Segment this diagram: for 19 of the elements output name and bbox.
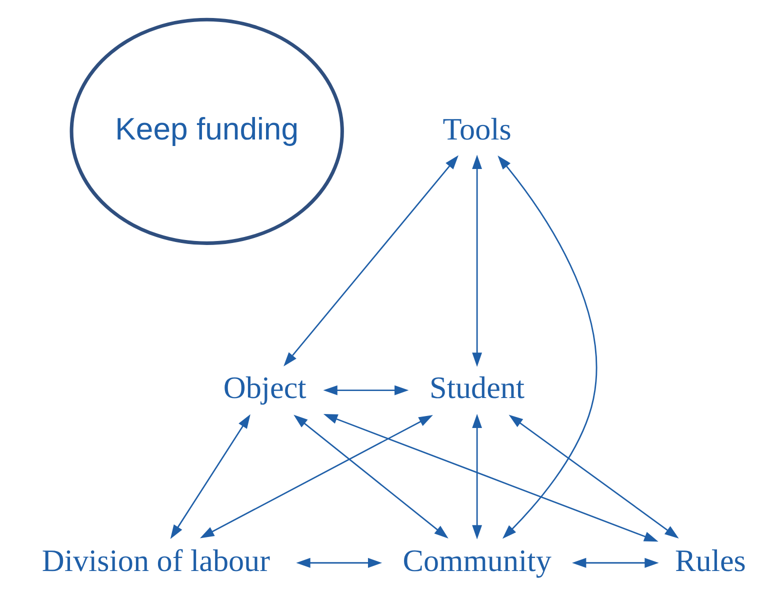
arrow xyxy=(572,558,659,568)
node-text: Object xyxy=(223,370,306,406)
arrow xyxy=(296,558,382,568)
node-text: Rules xyxy=(675,542,746,578)
node-text: Division of labour xyxy=(42,542,270,578)
arrow xyxy=(323,385,409,396)
arrow xyxy=(323,414,658,542)
arrow xyxy=(170,414,250,539)
node-text: Student xyxy=(430,370,525,406)
node-ellipse: Keep funding xyxy=(70,18,344,245)
arrow xyxy=(294,414,448,539)
arrow xyxy=(498,155,598,539)
arrow xyxy=(472,414,482,540)
arrow xyxy=(508,414,679,538)
node-text: Community xyxy=(402,542,552,578)
arrow xyxy=(472,154,482,367)
arrow xyxy=(284,155,458,366)
arrow xyxy=(200,415,433,538)
node-text: Tools xyxy=(442,111,512,146)
